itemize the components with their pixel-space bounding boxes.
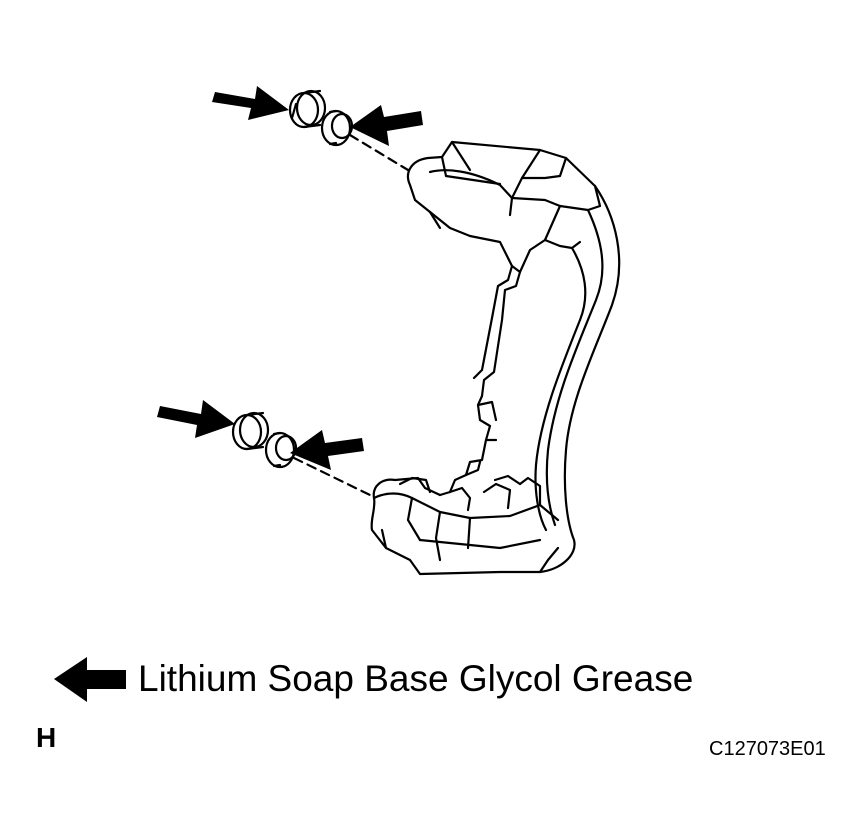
upper-slide-bushing: [288, 89, 354, 147]
grease-legend-label: Lithium Soap Base Glycol Grease: [138, 658, 694, 699]
figure-code: C127073E01: [709, 738, 826, 760]
left-arrow-icon: [54, 657, 126, 702]
lower-slide-bushing: [231, 411, 298, 469]
upper-guide-line: [348, 133, 410, 172]
caliper-bracket: [370, 140, 621, 576]
corner-letter: H: [36, 722, 57, 753]
upper-left-grease-arrow-icon: [212, 86, 289, 120]
upper-right-grease-arrow-icon: [350, 105, 423, 146]
lower-guide-line: [292, 456, 372, 497]
lower-right-grease-arrow-icon: [290, 430, 364, 470]
lower-left-grease-arrow-icon: [157, 400, 235, 438]
